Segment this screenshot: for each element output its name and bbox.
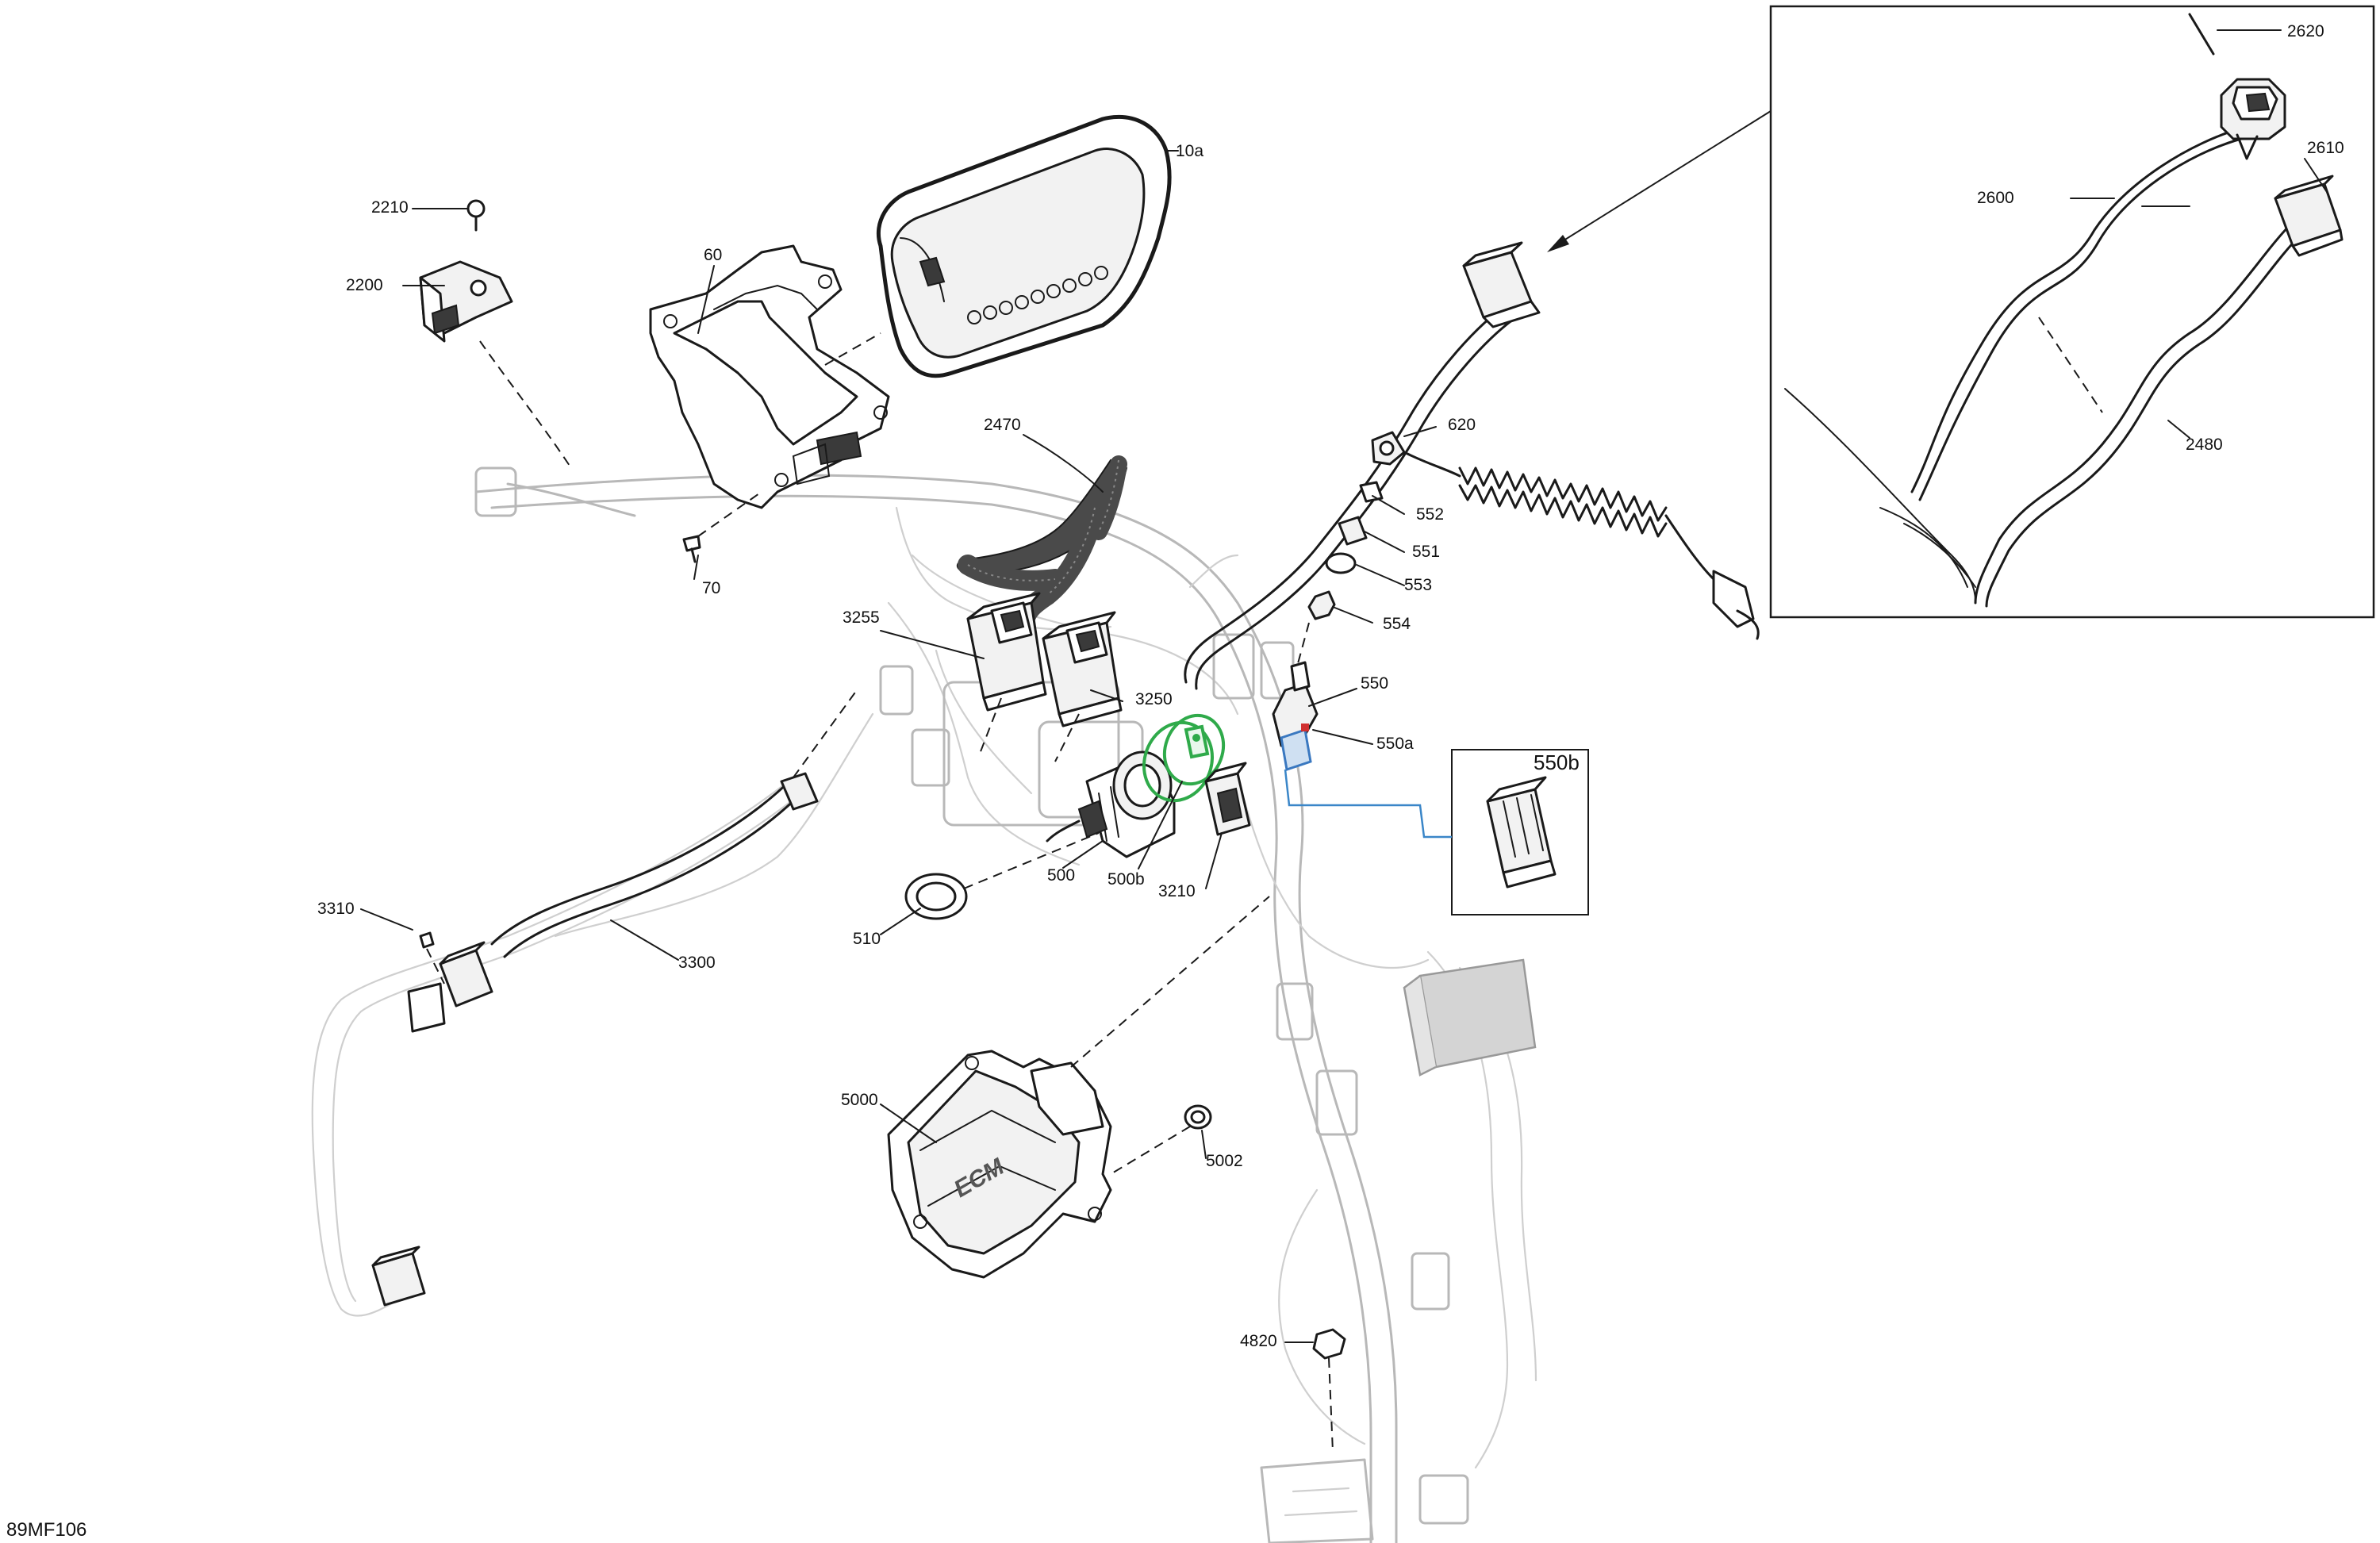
label-554: 554 [1383, 615, 1411, 633]
switch-3250 [1042, 611, 1123, 762]
screw-70 [682, 491, 762, 563]
detail-inset-antenna [1547, 5, 2375, 619]
label-500b: 500b [1107, 870, 1145, 889]
label-3300: 3300 [678, 954, 716, 972]
label-500: 500 [1047, 866, 1075, 885]
label-4820: 4820 [1240, 1332, 1277, 1350]
label-2610: 2610 [2307, 139, 2344, 157]
tether-cord-620 [1371, 431, 1760, 640]
label-3310: 3310 [317, 900, 355, 918]
label-2620: 2620 [2287, 22, 2324, 40]
label-5000: 5000 [841, 1091, 878, 1109]
label-2600: 2600 [1977, 189, 2014, 207]
label-3255: 3255 [843, 608, 880, 627]
label-2200: 2200 [346, 276, 383, 294]
label-2210: 2210 [371, 198, 409, 217]
dess-nut-parts [1307, 481, 1384, 620]
label-550b: 550b [1534, 750, 1580, 774]
label-5002: 5002 [1206, 1152, 1243, 1170]
ring-nut-510 [904, 832, 1100, 920]
nut-5002 [1110, 1104, 1212, 1175]
cable-2480 [1974, 221, 2294, 605]
label-2470: 2470 [984, 416, 1021, 434]
cluster-buttons [967, 266, 1108, 324]
part-labels: 2620 2610 2600 2480 10a 2210 2200 60 70 … [317, 22, 2344, 1350]
label-3250: 3250 [1135, 690, 1173, 708]
relay-box [1403, 958, 1537, 1077]
label-550: 550 [1361, 674, 1388, 693]
label-10a: 10a [1176, 142, 1203, 160]
dess-post-550 [1272, 622, 1319, 771]
nut-4820 [1312, 1328, 1346, 1453]
main-wiring-harness [311, 466, 1537, 1543]
label-620: 620 [1448, 416, 1476, 434]
coil-spring [1458, 466, 1668, 538]
label-550a: 550a [1376, 735, 1414, 753]
ecm-5000: ECM [887, 896, 1270, 1279]
switch-3255 [966, 592, 1047, 754]
connector-3210 [1204, 762, 1251, 836]
antenna-cable-2480 [1184, 241, 1541, 690]
sensor-2200 [419, 199, 572, 469]
corrugated-loom-2470 [956, 455, 1128, 637]
label-551: 551 [1412, 543, 1440, 561]
figure-reference: 89MF106 [6, 1519, 86, 1541]
label-70: 70 [702, 579, 720, 597]
harness-3300 [371, 689, 858, 1307]
bracket-60 [649, 244, 890, 509]
cable-2600 [1910, 125, 2247, 493]
label-3210: 3210 [1158, 882, 1196, 900]
label-553: 553 [1404, 576, 1432, 594]
label-2480: 2480 [2186, 436, 2223, 454]
inset-550b [1284, 749, 1589, 915]
label-60: 60 [704, 246, 722, 264]
leader-lines [360, 150, 1437, 1343]
label-552: 552 [1416, 505, 1444, 524]
instrument-cluster-10a [876, 114, 1172, 378]
label-510: 510 [853, 930, 881, 948]
ignition-switch-500 [1046, 750, 1176, 858]
